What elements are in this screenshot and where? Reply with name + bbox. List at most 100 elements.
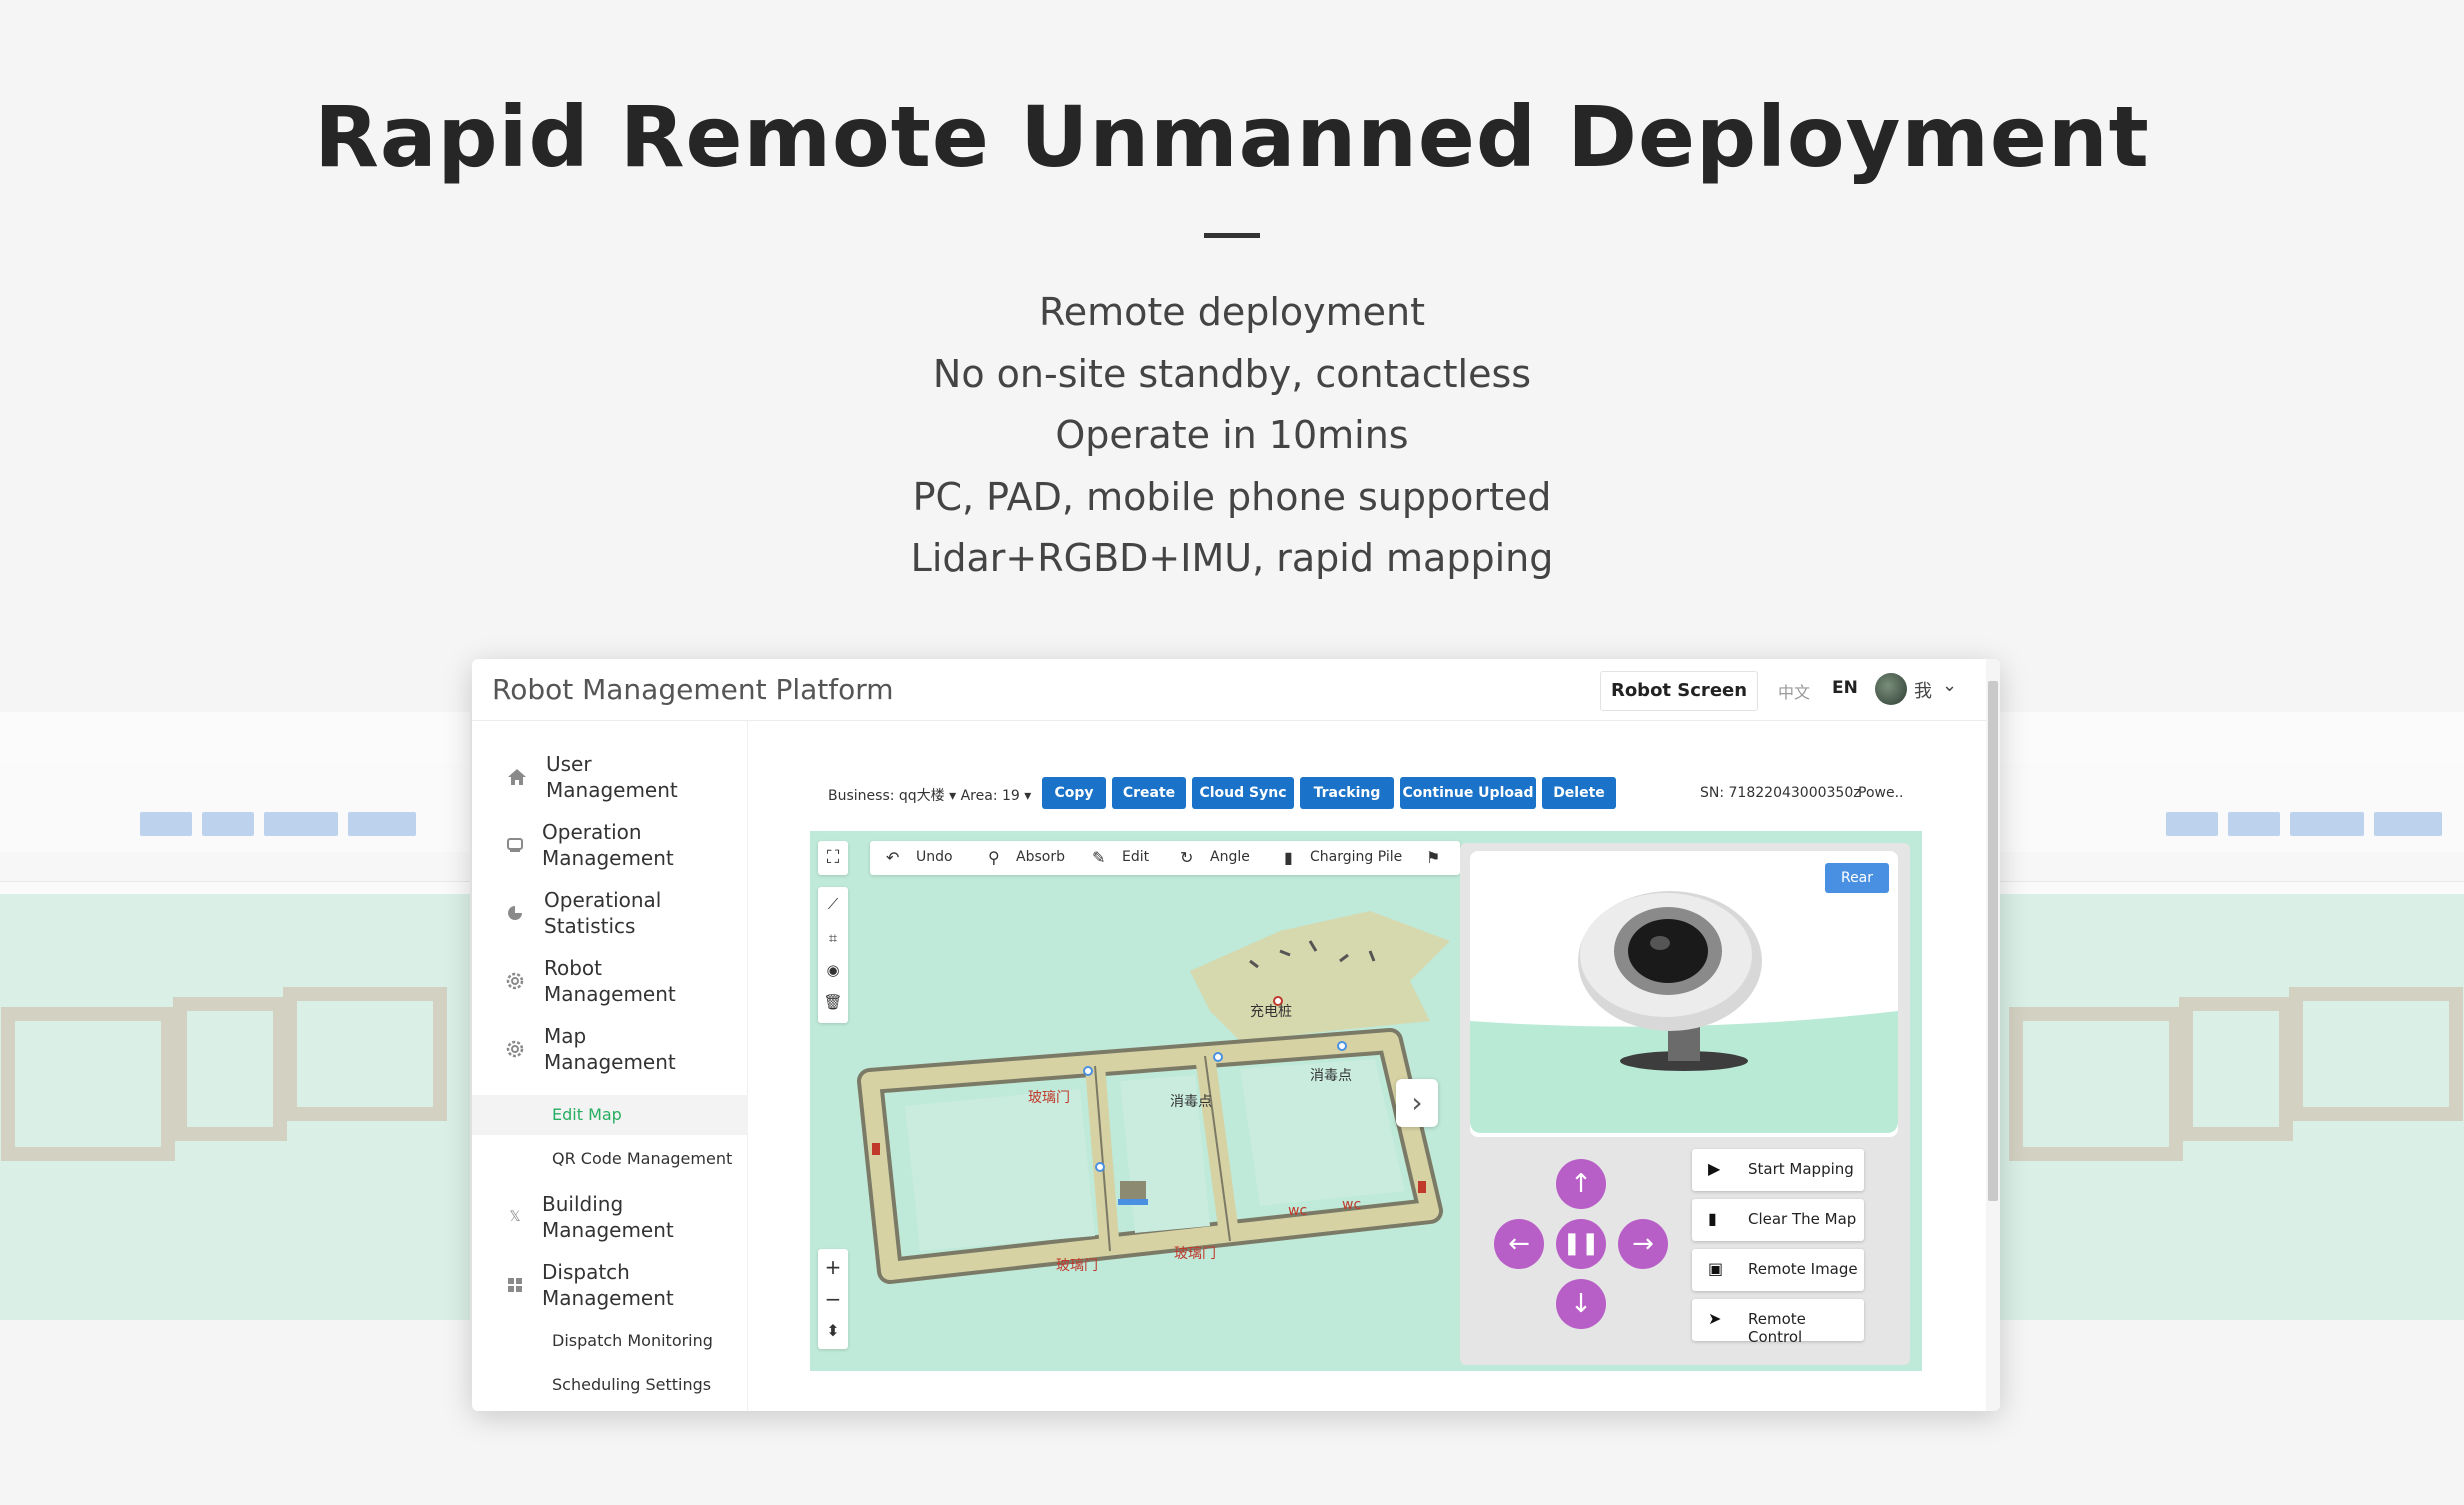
sidebar-subitem-scheduling[interactable]: Scheduling Settings (552, 1375, 712, 1394)
app-window: Robot Management Platform Robot Screen 中… (472, 659, 2000, 1411)
map-label: 玻璃门 (1028, 1090, 1070, 1106)
camera-panel: Rear ↑ ← ❚❚ → ↓ ▶ Start Mapping ▮ Clear … (1460, 843, 1910, 1365)
pause-icon[interactable]: ❚❚ (1556, 1219, 1606, 1269)
sidebar-item-user[interactable]: User Management (472, 751, 748, 803)
sidebar-item-label: Building Management (542, 1192, 674, 1242)
lang-zh-link[interactable]: 中文 (1778, 683, 1811, 702)
arrow-down-icon[interactable]: ↓ (1556, 1279, 1606, 1329)
zoom-out-icon[interactable]: − (824, 1287, 842, 1311)
edit-tool[interactable]: Edit (1122, 849, 1150, 865)
play-icon: ▶ (1708, 1159, 1721, 1178)
sidebar-subitem-dispatch-monitoring[interactable]: Dispatch Monitoring (552, 1331, 713, 1350)
magnet-icon: ⚲ (988, 848, 1000, 867)
map-label: 消毒点 (1310, 1068, 1352, 1084)
sidebar-item-building[interactable]: 𝕏 Building Management (472, 1191, 748, 1243)
pencil-icon: ✎ (1092, 848, 1106, 867)
map-canvas[interactable]: 充电桩 消毒点 消毒点 玻璃门 玻璃门 玻璃门 wc wc ⛶ ↶ Undo ⚲… (810, 831, 1922, 1371)
tracking-button[interactable]: Tracking (1300, 777, 1394, 809)
remote-control-button[interactable]: ➤ Remote Control (1692, 1299, 1864, 1346)
map-label: 玻璃门 (1174, 1246, 1216, 1262)
robot-screen-button[interactable]: Robot Screen (1600, 671, 1758, 711)
map-label: wc (1342, 1197, 1362, 1213)
copy-button[interactable]: Copy (1042, 777, 1106, 809)
undo-tool[interactable]: Undo (916, 849, 953, 865)
sidebar-item-label: User Management (546, 752, 678, 802)
angle-tool[interactable]: Angle (1210, 849, 1250, 865)
action-label: Remote Image (1748, 1260, 1858, 1278)
grid-icon (504, 1274, 526, 1296)
scrollbar[interactable] (1986, 659, 2000, 1411)
navigation-icon: ➤ (1708, 1309, 1722, 1328)
rear-camera-button[interactable]: Rear (1825, 863, 1889, 893)
absorb-tool[interactable]: Absorb (1016, 849, 1065, 865)
start-mapping-button[interactable]: ▶ Start Mapping (1692, 1149, 1864, 1191)
feature-line: Lidar+RGBD+IMU, rapid mapping (910, 536, 1554, 580)
fullscreen-icon[interactable]: ⛶ (818, 841, 848, 875)
gear-icon (504, 1038, 526, 1060)
arrow-left-icon[interactable]: ← (1494, 1219, 1544, 1269)
action-label: Remote Control (1748, 1310, 1806, 1346)
line-tool-icon[interactable]: ⟋ (827, 895, 839, 913)
app-header: Robot Management Platform Robot Screen 中… (472, 659, 2000, 721)
carousel-prev-slide (0, 712, 470, 1320)
zoom-controls: + − ⬍ (818, 1249, 848, 1349)
action-label: Start Mapping (1748, 1160, 1854, 1178)
feature-line: No on-site standby, contactless (932, 351, 1532, 396)
map-label: wc (1288, 1203, 1308, 1219)
map-editor: Business: qq大楼 ▾ Area: 19 ▾ Copy Create … (810, 763, 1922, 1371)
map-label: 消毒点 (1170, 1094, 1212, 1110)
avatar[interactable] (1875, 673, 1907, 705)
sidebar-subitem-qr-code[interactable]: QR Code Management (552, 1149, 733, 1168)
sidebar: User Management Operation Management Ope… (472, 721, 748, 1411)
remote-image-button[interactable]: ▣ Remote Image (1692, 1249, 1864, 1291)
sidebar-item-statistics[interactable]: Operational Statistics (472, 887, 748, 939)
cloud-sync-button[interactable]: Cloud Sync (1192, 777, 1294, 809)
sidebar-item-label: Operation Management (542, 820, 674, 870)
sidebar-item-map[interactable]: Map Management (472, 1023, 748, 1075)
arrow-up-icon[interactable]: ↑ (1556, 1159, 1606, 1209)
sidebar-subitem-edit-map[interactable]: Edit Map (552, 1105, 622, 1124)
sidebar-item-label: Map Management (544, 1024, 676, 1074)
location-pin-icon[interactable]: ⚑ (1426, 848, 1441, 867)
charging-pile-tool[interactable]: Charging Pile (1310, 849, 1403, 865)
crop-tool-icon[interactable]: ⌗ (828, 929, 838, 947)
monitor-icon (504, 834, 526, 856)
delete-button[interactable]: Delete (1542, 777, 1616, 809)
create-button[interactable]: Create (1112, 777, 1186, 809)
clear-map-button[interactable]: ▮ Clear The Map (1692, 1199, 1864, 1241)
compass-icon[interactable]: ⬍ (826, 1321, 840, 1340)
vertical-tools: ⟋ ⌗ ◉ 🗑 (818, 887, 848, 1023)
sidebar-item-label: Operational Statistics (544, 888, 662, 938)
scrollbar-thumb[interactable] (1988, 681, 1998, 1201)
page-title: Rapid Remote Unmanned Deployment (314, 88, 2150, 186)
business-area-select[interactable]: Business: qq大楼 ▾ Area: 19 ▾ (828, 788, 1032, 804)
sidebar-item-label: Robot Management (544, 956, 676, 1006)
feature-list: Remote deployment No on-site standby, co… (0, 282, 2464, 590)
map-toolbar: Business: qq大楼 ▾ Area: 19 ▾ Copy Create … (810, 763, 1922, 823)
continue-upload-button[interactable]: Continue Upload (1400, 777, 1536, 809)
pie-chart-icon (504, 902, 526, 924)
feature-line: Operate in 10mins (1055, 413, 1409, 457)
floor-map (857, 911, 1450, 1284)
image-icon: ▣ (1708, 1259, 1724, 1278)
chevron-right-icon[interactable]: › (1396, 1079, 1438, 1127)
user-name[interactable]: 我 (1914, 681, 1932, 702)
battery-icon: ▮ (1284, 848, 1293, 867)
sidebar-item-dispatch[interactable]: Dispatch Management (472, 1259, 748, 1311)
sidebar-item-robot[interactable]: Robot Management (472, 955, 748, 1007)
map-label: 玻璃门 (1056, 1258, 1098, 1274)
lang-en-link[interactable]: EN (1832, 678, 1858, 698)
carousel-next-slide (1996, 712, 2464, 1320)
pin-tool-icon[interactable]: ◉ (826, 961, 840, 979)
gear-icon (504, 970, 526, 992)
zoom-in-icon[interactable]: + (824, 1255, 842, 1279)
sidebar-item-label: Dispatch Management (542, 1260, 674, 1310)
serial-number: SN: 71822043000350z (1700, 785, 1861, 801)
arrow-right-icon[interactable]: → (1618, 1219, 1668, 1269)
title-divider (1204, 233, 1260, 238)
map-label: 充电桩 (1250, 1004, 1292, 1020)
trash-icon[interactable]: 🗑 (823, 993, 843, 1011)
home-icon (506, 766, 528, 788)
sidebar-item-operation[interactable]: Operation Management (472, 819, 748, 871)
chevron-down-icon[interactable]: ⌄ (1942, 675, 1958, 696)
